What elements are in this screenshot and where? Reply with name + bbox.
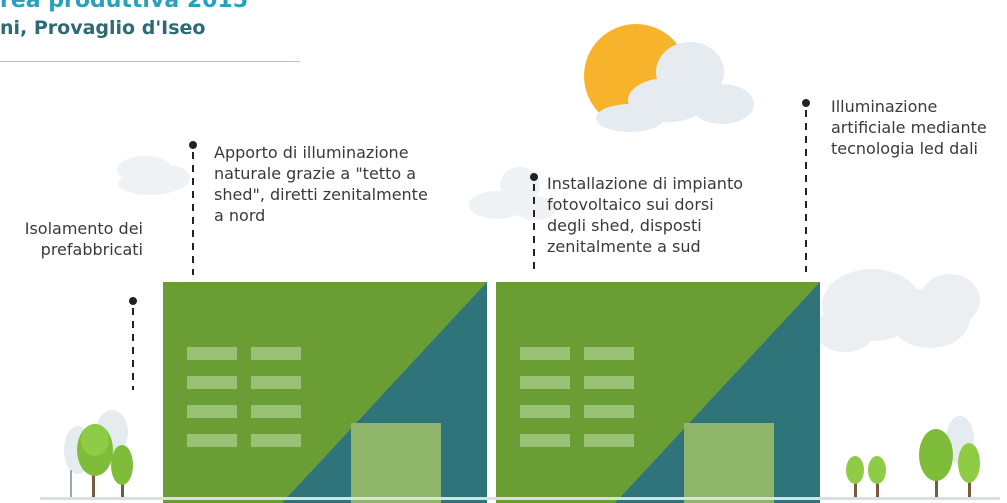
building-left (163, 282, 487, 503)
cloud-right (815, 269, 980, 352)
cloud-mid (469, 167, 557, 220)
cloud-left (117, 156, 190, 195)
marker-photovoltaic (530, 173, 538, 272)
marker-natural-light (189, 141, 197, 275)
callout-natural-light: Apporto di illuminazione naturale grazie… (214, 143, 428, 225)
marker-insulation (129, 297, 137, 390)
trees-left (64, 410, 133, 498)
ground-line (40, 497, 1000, 500)
callout-artificial-light: Illuminazione artificiale mediante tecno… (831, 97, 987, 158)
building-right (496, 282, 820, 503)
callout-photovoltaic: Installazione di impianto fotovoltaico s… (547, 174, 743, 256)
page-title: rea produttiva 2015 (0, 0, 249, 13)
page-subtitle: ni, Provaglio d'Iseo (0, 17, 206, 39)
title-divider (0, 61, 300, 62)
sun-icon (584, 24, 754, 132)
callout-insulation: Isolamento dei prefabbricati (24, 219, 143, 259)
trees-right (846, 416, 980, 498)
marker-artificial-light (802, 99, 810, 272)
